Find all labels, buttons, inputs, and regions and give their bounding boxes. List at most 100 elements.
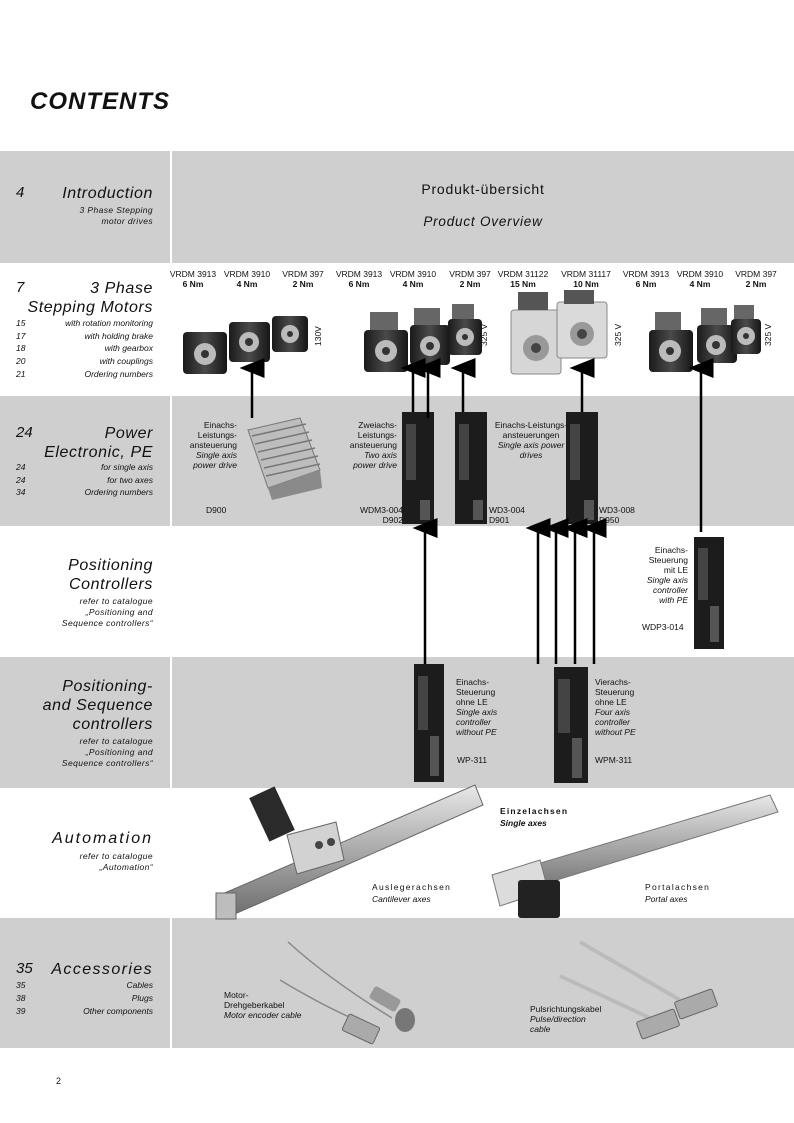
stepper-motor-image (697, 308, 737, 363)
band-sequence-controllers (0, 657, 794, 788)
page-number: 2 (56, 1076, 62, 1086)
section-page-accessories[interactable]: 35 (16, 960, 33, 977)
pulse-direction-cable-image (559, 940, 718, 1040)
drive-heatsink-image (247, 417, 322, 500)
section-title-power[interactable]: Power (104, 425, 153, 442)
drive-caption-d901: Einachs-Leistungs-ansteuerungen Single a… (494, 420, 568, 460)
drive-code: D900 (206, 505, 227, 515)
drive-module-image (455, 412, 487, 524)
stepper-motor-image (229, 322, 270, 362)
section-page-introduction[interactable]: 4 (16, 184, 25, 201)
section-title-accessories[interactable]: Accessories (51, 961, 153, 978)
section-title-sequence[interactable]: and Sequence (42, 697, 153, 714)
section-title-motors[interactable]: Stepping Motors (27, 299, 153, 316)
stepper-motor-image (183, 332, 227, 374)
column-divider (170, 151, 172, 1048)
automation-single-en: Single axes (500, 818, 547, 828)
section-title-power[interactable]: Electronic, PE (44, 444, 153, 461)
flow-arrows (239, 358, 714, 664)
section-subtitle: refer to catalogue (79, 851, 153, 861)
stepper-motor-image (510, 292, 562, 375)
controller-code: WP-311 (457, 755, 488, 765)
motor-encoder-cable-image (279, 941, 415, 1045)
section-subtitle: Sequence controllers“ (61, 758, 153, 768)
section-title-positioning[interactable]: Controllers (69, 576, 153, 593)
controller-code: WPM-311 (595, 755, 633, 765)
stepper-motor-image (731, 305, 761, 354)
section-subtitle: refer to catalogue (79, 596, 153, 606)
stepper-motor-image (556, 290, 608, 359)
stepper-motor-image (410, 308, 450, 365)
section-title-sequence[interactable]: controllers (72, 716, 153, 733)
section-subtitle: 3 Phase Stepping (79, 205, 153, 215)
automation-cantilever-en: Cantilever axes (372, 894, 431, 904)
stepper-motor-image (272, 316, 308, 352)
controller-module-image (414, 664, 444, 782)
section-title-introduction[interactable]: Introduction (62, 185, 153, 202)
page-title: CONTENTS (30, 88, 170, 115)
section-title-positioning[interactable]: Positioning (68, 557, 153, 574)
section-page-power[interactable]: 24 (16, 424, 33, 441)
cantilever-axis-image (215, 784, 484, 920)
section-title-automation[interactable]: Automation (52, 830, 153, 847)
section-subtitle: motor drives (101, 216, 153, 226)
automation-portal-de: Portalachsen (645, 882, 711, 892)
drive-module-image (566, 412, 598, 524)
drive-module-image (402, 412, 434, 524)
section-subtitle: „Positioning and (85, 607, 153, 617)
section-subtitle: „Automation“ (99, 862, 153, 872)
automation-portal-en: Portal axes (645, 894, 688, 904)
controller-module-image (694, 537, 724, 649)
automation-cantilever-de: Auslegerachsen (372, 882, 452, 892)
drive-caption-d900: Einachs-Leistungs-ansteuerung Single axi… (189, 420, 237, 470)
stepper-motor-image (364, 312, 408, 372)
controller-code: WDP3-014 (642, 622, 684, 632)
overview-title-de: Produkt-übersicht (421, 181, 545, 197)
controller-module-image (554, 667, 588, 783)
band-introduction (0, 151, 794, 263)
section-title-motors[interactable]: 3 Phase (90, 280, 153, 297)
band-power-electronic (0, 396, 794, 526)
section-subtitle: „Positioning and (85, 747, 153, 757)
section-title-sequence[interactable]: Positioning- (62, 678, 153, 695)
section-subtitle: refer to catalogue (79, 736, 153, 746)
automation-single-de: Einzelachsen (500, 806, 569, 816)
section-subtitle: Sequence controllers“ (61, 618, 153, 628)
section-page-motors[interactable]: 7 (16, 279, 25, 296)
overview-title-en: Product Overview (423, 214, 543, 229)
stepper-motor-image (649, 312, 693, 372)
stepper-motor-image (448, 304, 482, 355)
